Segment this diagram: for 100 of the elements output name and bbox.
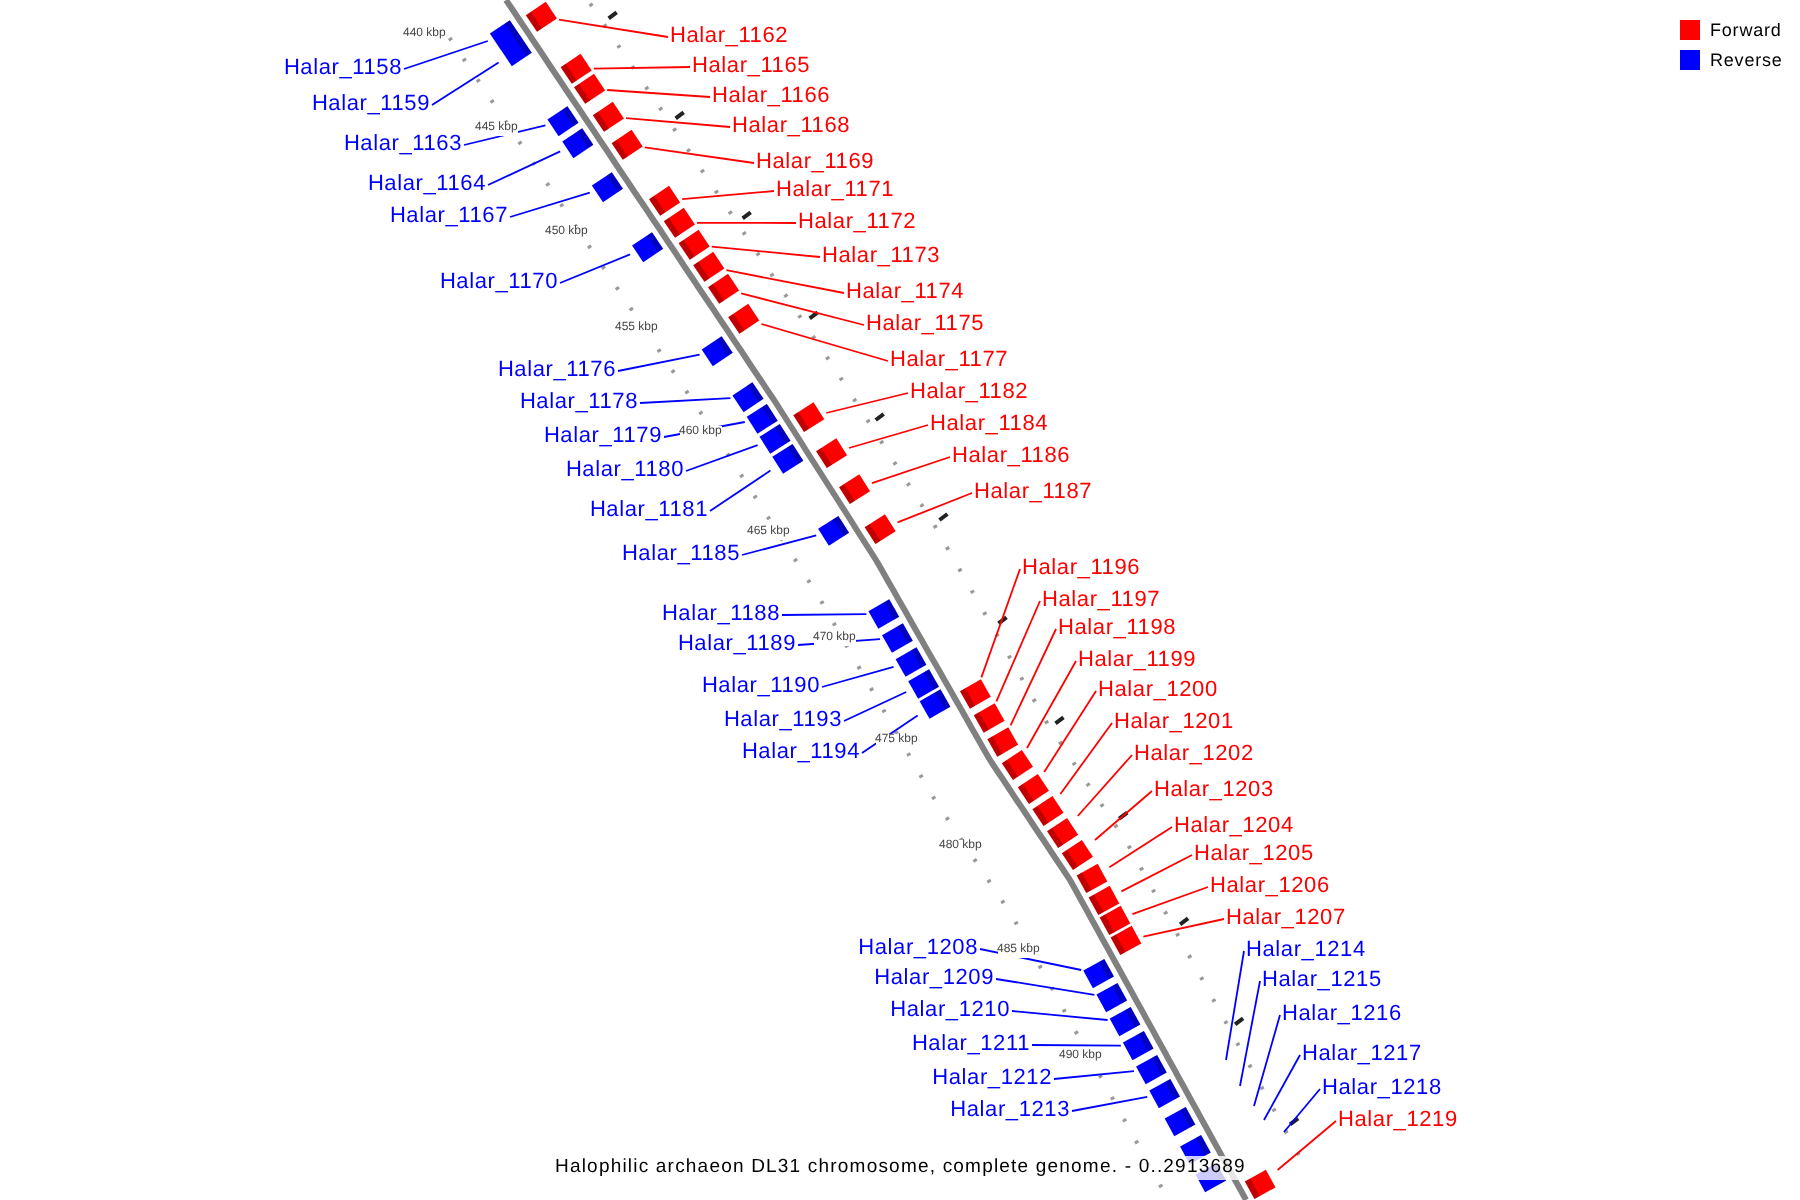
gene-label: Halar_1218 bbox=[1322, 1076, 1442, 1102]
leader-line bbox=[861, 714, 919, 754]
leader-line bbox=[1094, 790, 1153, 841]
leader-line bbox=[1225, 950, 1245, 1061]
gene-block bbox=[1032, 796, 1064, 826]
leader-line bbox=[740, 292, 865, 326]
leader-line bbox=[741, 534, 818, 556]
gene-label: Halar_1185 bbox=[621, 542, 740, 568]
gene-label: Halar_1217 bbox=[1302, 1042, 1422, 1068]
gene-block bbox=[611, 129, 643, 160]
gene-label: Halar_1186 bbox=[952, 444, 1071, 470]
gene-label: Halar_1194 bbox=[741, 740, 860, 766]
gene-label: Halar_1201 bbox=[1114, 710, 1234, 736]
gene-label: Halar_1184 bbox=[930, 412, 1049, 438]
gene-block bbox=[818, 515, 850, 546]
leader-line bbox=[896, 492, 973, 524]
gene-label: Halar_1172 bbox=[798, 210, 917, 236]
leader-line bbox=[1108, 826, 1173, 869]
gene-label: Halar_1158 bbox=[283, 56, 402, 82]
gene-block bbox=[1017, 774, 1049, 804]
gene-block bbox=[973, 703, 1005, 733]
leader-line bbox=[1071, 1095, 1149, 1112]
leader-line bbox=[1120, 854, 1193, 893]
leader-line bbox=[1253, 1014, 1281, 1107]
leader-line bbox=[431, 61, 500, 106]
leader-line bbox=[995, 600, 1041, 703]
leader-line bbox=[463, 124, 547, 146]
leader-line bbox=[995, 978, 1096, 996]
gene-block bbox=[759, 423, 791, 454]
gene-label: Halar_1169 bbox=[756, 150, 875, 176]
leader-line bbox=[1031, 1044, 1122, 1047]
gene-block bbox=[772, 443, 804, 474]
leader-line bbox=[871, 456, 951, 485]
gene-label: Halar_1215 bbox=[1262, 968, 1382, 994]
leader-line bbox=[781, 613, 868, 616]
gene-label: Halar_1210 bbox=[890, 998, 1010, 1024]
gene-block bbox=[708, 273, 740, 304]
gene-block bbox=[663, 207, 695, 238]
leader-line bbox=[617, 353, 701, 372]
gene-label: Halar_1193 bbox=[723, 708, 842, 734]
leader-line bbox=[848, 424, 929, 449]
leader-line bbox=[403, 40, 489, 70]
gene-label: Halar_1178 bbox=[519, 390, 638, 416]
leader-line bbox=[606, 89, 711, 98]
leader-line bbox=[625, 117, 731, 128]
gene-label: Halar_1175 bbox=[866, 312, 985, 338]
gene-block bbox=[882, 623, 913, 653]
gene-label: Halar_1159 bbox=[311, 92, 430, 118]
gene-label: Halar_1214 bbox=[1246, 938, 1366, 964]
gene-label: Halar_1179 bbox=[543, 424, 662, 450]
leader-line bbox=[760, 323, 889, 362]
leader-line bbox=[709, 469, 772, 512]
gene-block bbox=[500, 36, 532, 67]
gene-label: Halar_1167 bbox=[389, 204, 508, 230]
gene-block bbox=[592, 101, 624, 132]
gene-label: Halar_1206 bbox=[1210, 874, 1330, 900]
leader-line bbox=[1276, 1120, 1337, 1171]
gene-label: Halar_1168 bbox=[732, 114, 851, 140]
gene-block bbox=[1122, 1031, 1154, 1061]
gene-block bbox=[1164, 1107, 1196, 1137]
gene-block bbox=[1136, 1055, 1167, 1085]
gene-block bbox=[1096, 983, 1128, 1013]
leader-line bbox=[643, 146, 755, 164]
leader-line bbox=[1009, 628, 1057, 727]
leader-line bbox=[1239, 980, 1261, 1087]
leader-line bbox=[1263, 1054, 1301, 1121]
gene-block bbox=[1061, 840, 1093, 870]
gene-label: Halar_1205 bbox=[1194, 842, 1314, 868]
gene-label: Halar_1189 bbox=[677, 632, 796, 658]
gene-block bbox=[864, 514, 896, 545]
gene-label: Halar_1213 bbox=[950, 1098, 1070, 1124]
gene-label: Halar_1171 bbox=[776, 178, 895, 204]
leader-line bbox=[559, 253, 631, 284]
leader-line bbox=[685, 444, 759, 472]
gene-block bbox=[1244, 1169, 1276, 1199]
gene-label: Halar_1219 bbox=[1338, 1108, 1458, 1134]
gene-label: Halar_1190 bbox=[701, 674, 820, 700]
leader-line bbox=[558, 18, 669, 38]
gene-block bbox=[908, 669, 939, 699]
gene-label: Halar_1170 bbox=[439, 270, 558, 296]
leader-line bbox=[821, 665, 895, 688]
gene-label: Halar_1199 bbox=[1078, 648, 1197, 674]
leader-line bbox=[710, 245, 821, 258]
gene-label: Halar_1177 bbox=[890, 348, 1009, 374]
gene-block bbox=[547, 106, 579, 137]
gene-block bbox=[1083, 959, 1114, 989]
gene-block bbox=[693, 251, 725, 282]
gene-label: Halar_1174 bbox=[846, 280, 965, 306]
gene-label: Halar_1212 bbox=[932, 1066, 1052, 1092]
gene-block bbox=[728, 303, 760, 334]
gene-label: Halar_1176 bbox=[497, 358, 616, 384]
leader-line bbox=[1283, 1088, 1321, 1133]
leader-line bbox=[1142, 918, 1225, 938]
gene-block bbox=[525, 1, 557, 32]
gene-block bbox=[895, 647, 927, 677]
leader-line bbox=[639, 397, 732, 404]
gene-label: Halar_1162 bbox=[670, 24, 789, 50]
gene-block bbox=[649, 185, 681, 216]
gene-label: Halar_1203 bbox=[1154, 778, 1274, 804]
gene-label: Halar_1163 bbox=[343, 132, 462, 158]
